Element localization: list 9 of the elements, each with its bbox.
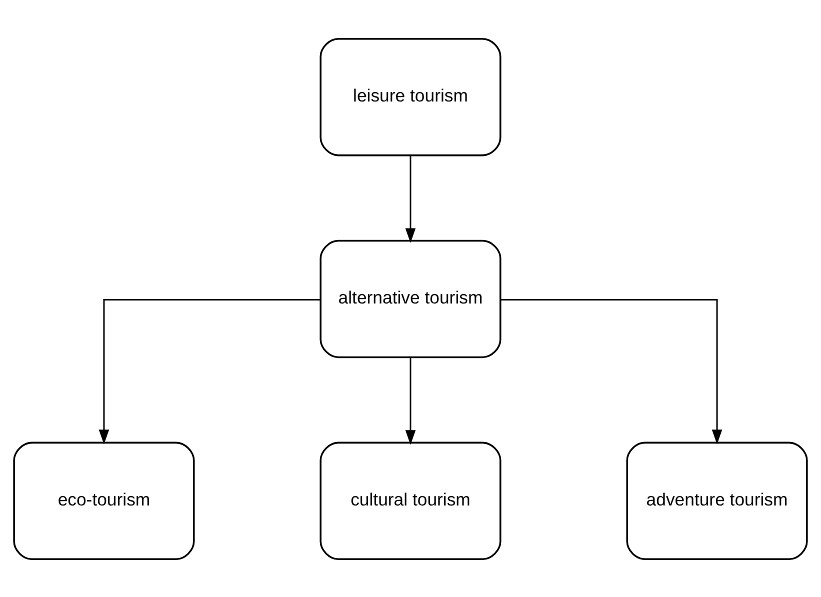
node-box: adventure tourism xyxy=(626,441,808,560)
arrow xyxy=(98,298,321,444)
node-box: cultural tourism xyxy=(320,441,502,560)
arrow xyxy=(500,298,722,444)
arrow xyxy=(405,356,416,444)
node-box: alternative tourism xyxy=(320,239,502,358)
node-box: leisure tourism xyxy=(320,38,502,156)
node-box: eco-tourism xyxy=(13,441,195,560)
arrow xyxy=(405,155,416,242)
